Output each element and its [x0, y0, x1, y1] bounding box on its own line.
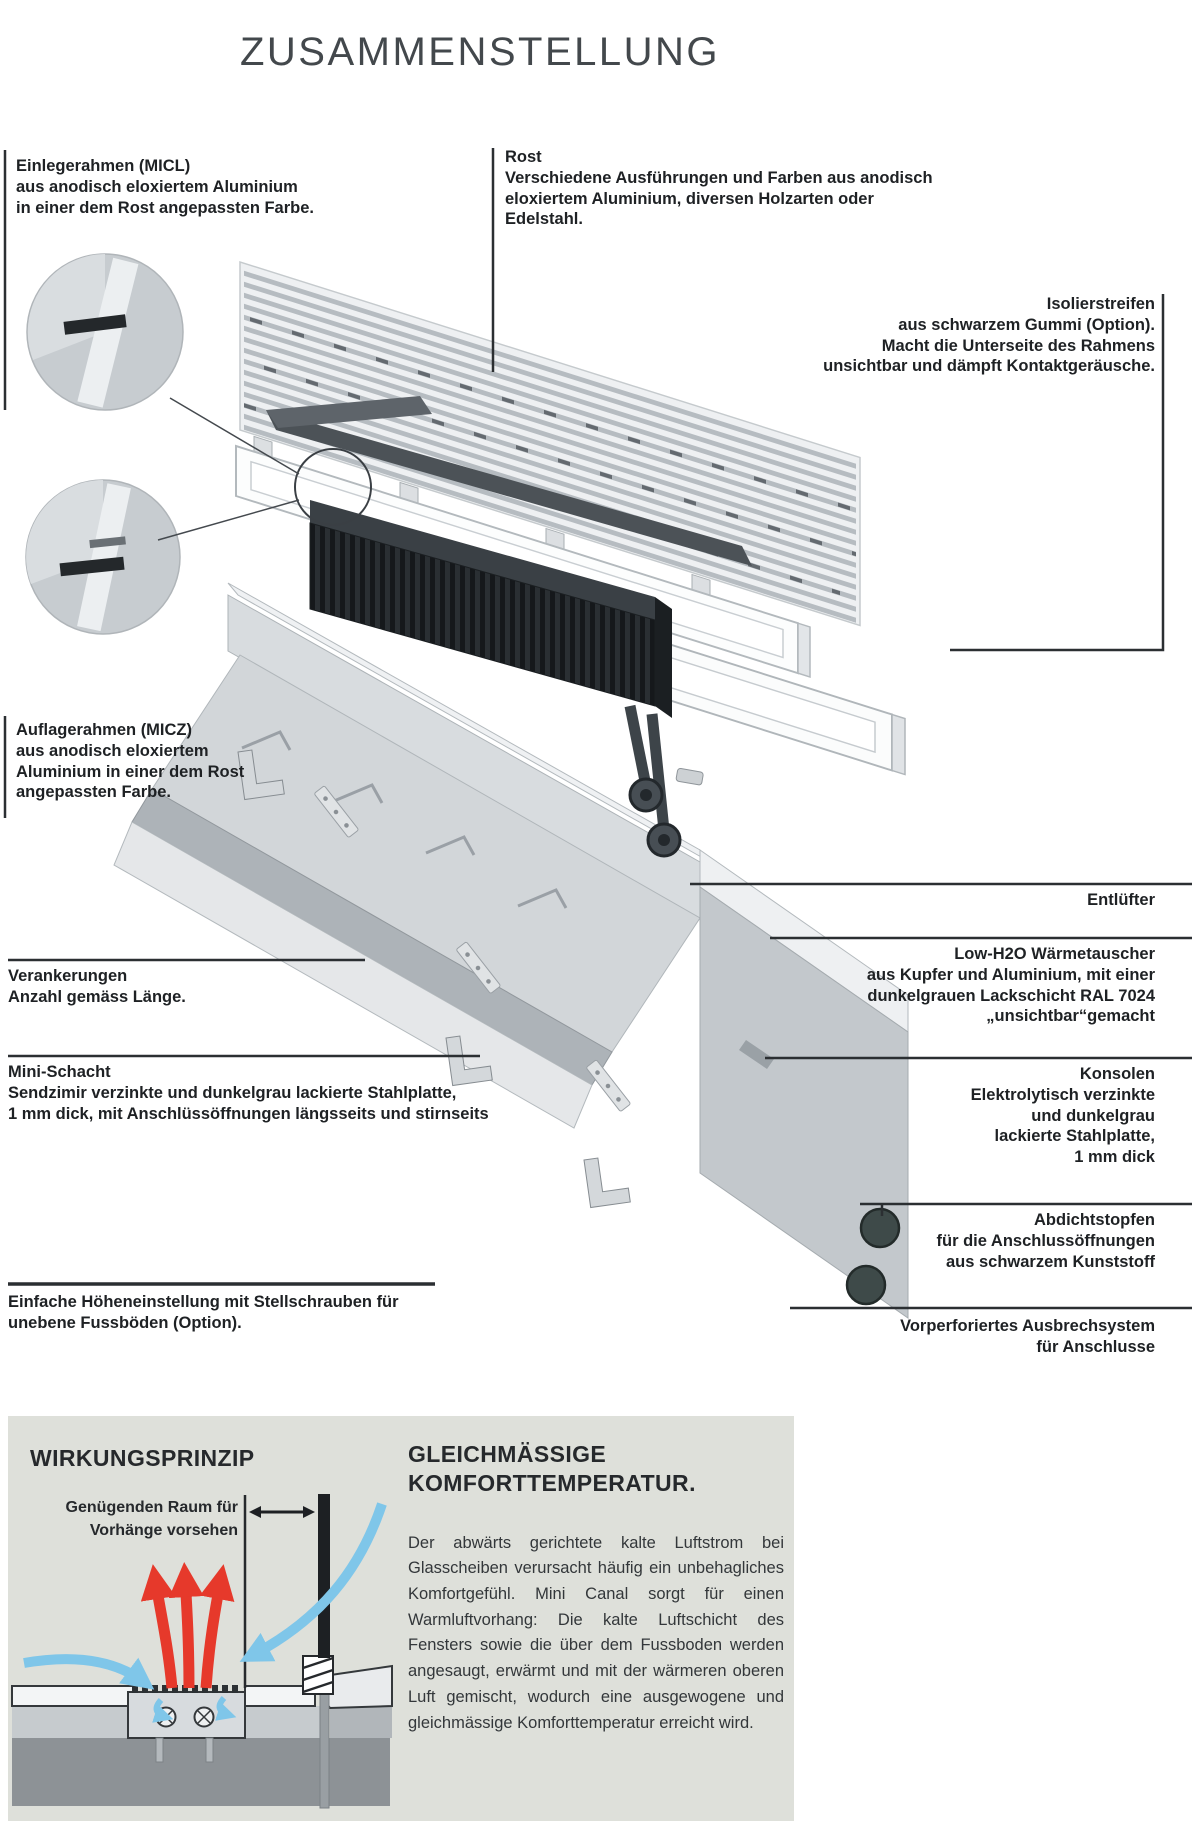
label-ausbrechsystem-body: für Anschlusse	[1036, 1337, 1155, 1356]
principle-heading: WIRKUNGSPRINZIP	[30, 1445, 255, 1471]
label-entluefter-title: Entlüfter	[1087, 891, 1155, 909]
label-minischacht: Mini-Schacht Sendzimir verzinkte und dun…	[8, 1062, 528, 1124]
label-waermetauscher-body: aus Kupfer und Aluminium, mit einer dunk…	[866, 965, 1155, 1026]
principle-panel: WIRKUNGSPRINZIP Genügenden Raum für Vorh…	[8, 1416, 794, 1821]
curtain-bar	[318, 1494, 330, 1658]
label-einlegerahmen-body: aus anodisch eloxiertem Aluminium in ein…	[16, 177, 314, 217]
anchor-strap-3	[586, 1059, 631, 1112]
label-minischacht-title: Mini-Schacht	[8, 1063, 111, 1081]
pipe-connection-2	[646, 822, 682, 858]
einlegerahmen-frame	[235, 444, 811, 678]
warm-air-arrows	[140, 1561, 235, 1689]
profile-detail-inset-1	[26, 253, 184, 411]
anchor-bracket-3	[583, 1157, 631, 1209]
magnifier-circle	[294, 448, 372, 526]
label-isolierstreifen: Isolierstreifen aus schwarzem Gummi (Opt…	[755, 294, 1155, 377]
label-waermetauscher: Low-H2O Wärmetauscher aus Kupfer und Alu…	[755, 944, 1155, 1027]
comfort-paragraph: Der abwärts gerichtete kalte Luftstrom b…	[408, 1533, 784, 1732]
vent-valve	[675, 767, 704, 786]
under-sill	[330, 1706, 392, 1738]
anchor-pin-2	[205, 1737, 214, 1763]
heat-exchanger-fins	[309, 522, 656, 707]
anchor-strap-1	[314, 785, 359, 838]
curtain-tieback	[302, 1655, 334, 1695]
label-verankerungen-body: Anzahl gemäss Länge.	[8, 987, 186, 1006]
isolierstreifen-strip	[266, 396, 752, 566]
pipe-connection-1	[628, 777, 664, 813]
label-einlegerahmen-title: Einlegerahmen (MICL)	[16, 157, 191, 175]
profile-detail-inset-2	[25, 479, 181, 635]
ground	[12, 1738, 390, 1806]
label-auflagerahmen-body: aus anodisch eloxiertem Aluminium in ein…	[16, 741, 245, 802]
auflagerahmen-frame	[325, 534, 906, 776]
label-verankerungen: Verankerungen Anzahl gemäss Länge.	[8, 966, 308, 1008]
label-ausbrechsystem-title: Vorperforiertes Ausbrechsystem	[900, 1317, 1155, 1335]
label-konsolen-body: Elektrolytisch verzinkte und dunkelgrau …	[970, 1085, 1155, 1167]
label-hoeheneinstellung: Einfache Höheneinstellung mit Stellschra…	[8, 1292, 438, 1334]
clearance-arrow	[249, 1506, 315, 1518]
label-minischacht-body: Sendzimir verzinkte und dunkelgrau lacki…	[8, 1083, 489, 1123]
principle-diagram	[11, 1494, 393, 1809]
label-verankerungen-title: Verankerungen	[8, 967, 128, 985]
page-title: ZUSAMMENSTELLUNG	[239, 30, 721, 74]
heat-exchanger	[309, 500, 704, 858]
label-konsolen: Konsolen Elektrolytisch verzinkte und du…	[755, 1064, 1155, 1168]
label-entluefter: Entlüfter	[755, 890, 1155, 911]
label-auflagerahmen-title: Auflagerahmen (MICZ)	[16, 721, 193, 739]
label-konsolen-title: Konsolen	[1079, 1065, 1155, 1083]
label-waermetauscher-title: Low-H2O Wärmetauscher	[954, 945, 1155, 963]
curtain-clearance-note: Genügenden Raum für Vorhänge vorsehen	[65, 1499, 238, 1540]
label-ausbrechsystem: Vorperforiertes Ausbrechsystem für Ansch…	[755, 1316, 1155, 1358]
label-einlegerahmen: Einlegerahmen (MICL) aus anodisch eloxie…	[16, 156, 326, 218]
label-abdichtstopfen-body: für die Anschlussöffnungen aus schwarzem…	[936, 1231, 1155, 1271]
floor-slab-left	[11, 1685, 136, 1707]
label-rost-title: Rost	[505, 148, 542, 166]
cold-air-arrows	[23, 1502, 387, 1723]
comfort-heading: GLEICHMÄSSIGE KOMFORTTEMPERATUR.	[408, 1441, 696, 1496]
trough-near-wall-inner	[131, 788, 613, 1086]
sill-post	[319, 1691, 330, 1809]
anchor-strap-2	[456, 941, 501, 994]
label-rost: Rost Verschiedene Ausführungen und Farbe…	[505, 147, 945, 230]
label-isolierstreifen-body: aus schwarzem Gummi (Option). Macht die …	[823, 315, 1155, 376]
label-auflagerahmen: Auflagerahmen (MICZ) aus anodisch eloxie…	[16, 720, 316, 803]
label-isolierstreifen-title: Isolierstreifen	[1046, 295, 1155, 313]
anchor-pin-1	[155, 1737, 164, 1763]
inset-connector-lines	[157, 397, 300, 541]
label-hoeheneinstellung-body: Einfache Höheneinstellung mit Stellschra…	[8, 1293, 399, 1332]
label-rost-body: Verschiedene Ausführungen und Farben aus…	[505, 168, 933, 229]
label-abdichtstopfen-title: Abdichtstopfen	[1034, 1211, 1155, 1229]
label-abdichtstopfen: Abdichtstopfen für die Anschlussöffnunge…	[755, 1210, 1155, 1272]
grille-feet	[253, 435, 711, 596]
